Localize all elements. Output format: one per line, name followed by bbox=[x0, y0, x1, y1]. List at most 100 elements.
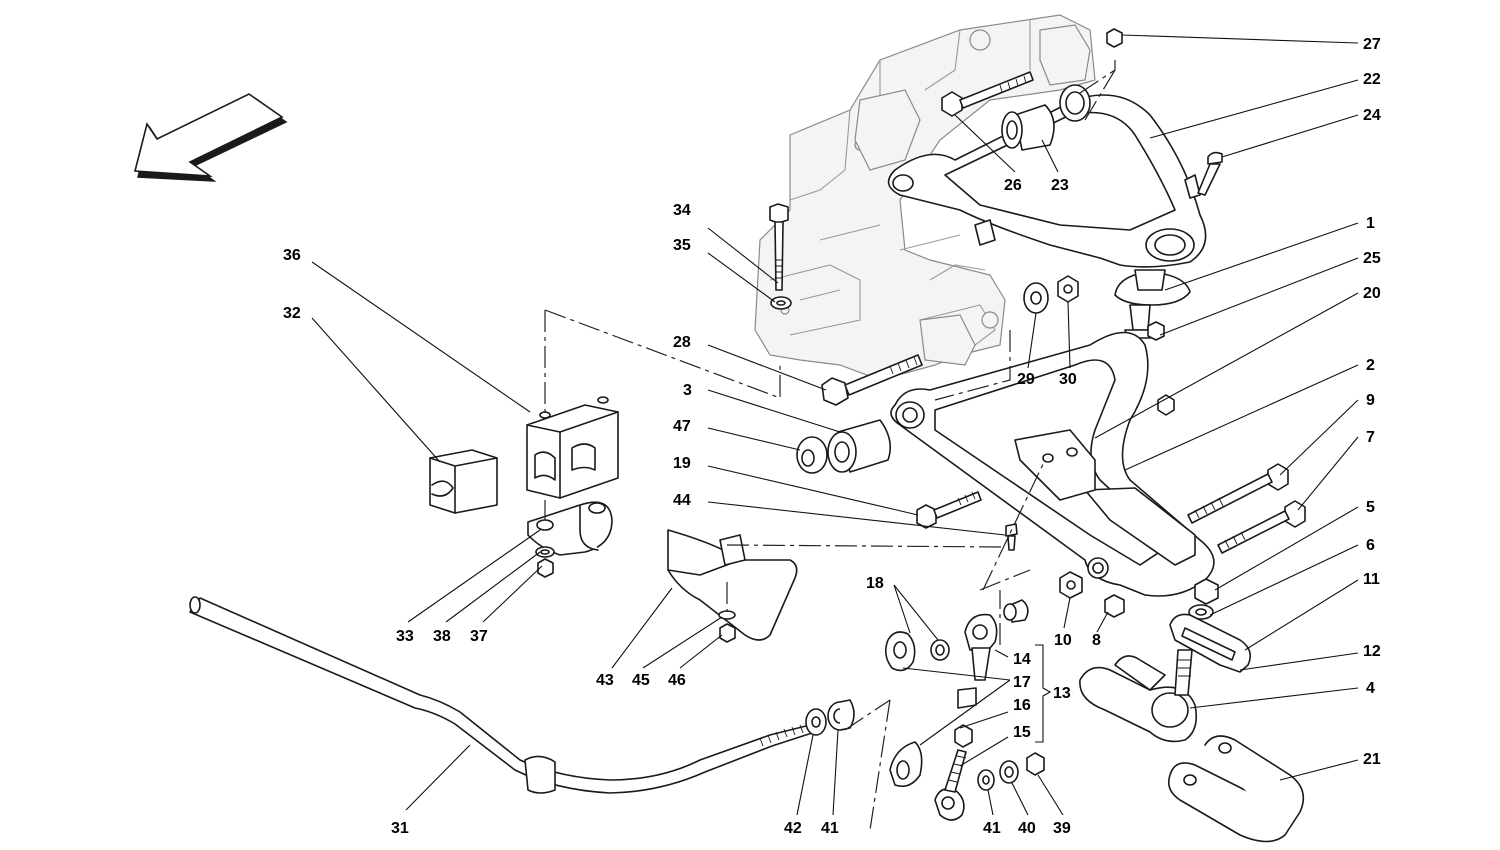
callout-23: 23 bbox=[1051, 177, 1069, 194]
callout-28: 28 bbox=[673, 334, 691, 351]
lower-wishbone bbox=[890, 331, 1215, 597]
rod-end-17-upper bbox=[884, 631, 916, 672]
nut-39 bbox=[1026, 752, 1045, 776]
callout-36: 36 bbox=[283, 247, 301, 264]
callout-5: 5 bbox=[1366, 499, 1375, 516]
callout-9: 9 bbox=[1366, 392, 1375, 409]
nut-20 bbox=[1157, 394, 1175, 416]
clamp-21 bbox=[1167, 735, 1305, 843]
callout-38: 38 bbox=[433, 628, 451, 645]
callout-27: 27 bbox=[1363, 36, 1381, 53]
callout-45: 45 bbox=[632, 672, 650, 689]
callout-15: 15 bbox=[1013, 724, 1031, 741]
nut-46 bbox=[719, 623, 736, 643]
rod-end-14-upper bbox=[964, 613, 998, 681]
nut-25 bbox=[1147, 321, 1165, 341]
callout-6: 6 bbox=[1366, 537, 1375, 554]
callout-21: 21 bbox=[1363, 751, 1381, 768]
callout-26: 26 bbox=[1004, 177, 1022, 194]
bolt-9 bbox=[1187, 463, 1289, 524]
upper-ball-joint bbox=[1114, 269, 1191, 339]
bolt-34 bbox=[769, 203, 789, 291]
callout-47: 47 bbox=[673, 418, 691, 435]
callout-35: 35 bbox=[673, 237, 691, 254]
callout-33: 33 bbox=[396, 628, 414, 645]
bolt-28 bbox=[821, 354, 923, 406]
bracket-13 bbox=[1035, 644, 1052, 743]
callout-8: 8 bbox=[1092, 632, 1101, 649]
nut-30 bbox=[1057, 275, 1079, 303]
lower-bushing bbox=[827, 419, 891, 473]
upper-wishbone bbox=[887, 84, 1207, 268]
bush-41-link bbox=[977, 769, 995, 791]
nut-5 bbox=[1194, 578, 1219, 605]
rod-end-15-lower bbox=[934, 749, 967, 821]
callout-34: 34 bbox=[673, 202, 691, 219]
washer-29 bbox=[1023, 282, 1049, 314]
callout-22: 22 bbox=[1363, 71, 1381, 88]
callout-14: 14 bbox=[1013, 651, 1031, 668]
strap-33 bbox=[527, 501, 613, 556]
callout-20: 20 bbox=[1363, 285, 1381, 302]
callout-32: 32 bbox=[283, 305, 301, 322]
upper-bolt bbox=[941, 71, 1034, 117]
washer-40 bbox=[999, 760, 1019, 784]
link-body-16 bbox=[957, 687, 977, 709]
callout-1: 1 bbox=[1366, 215, 1375, 232]
callout-41-link: 41 bbox=[983, 820, 1001, 837]
callout-12: 12 bbox=[1363, 643, 1381, 660]
callout-46: 46 bbox=[668, 672, 686, 689]
callout-37: 37 bbox=[470, 628, 488, 645]
callout-4: 4 bbox=[1366, 680, 1375, 697]
tie-rod-end bbox=[1079, 649, 1198, 743]
nut-16 bbox=[954, 724, 973, 748]
washer-35 bbox=[770, 296, 792, 310]
callout-3: 3 bbox=[683, 382, 692, 399]
screw-44 bbox=[1005, 523, 1018, 551]
nut-10 bbox=[1059, 571, 1083, 599]
callout-41-bar: 41 bbox=[821, 820, 839, 837]
callout-24: 24 bbox=[1363, 107, 1381, 124]
callout-11: 11 bbox=[1363, 571, 1380, 588]
screw-24 bbox=[1197, 151, 1223, 196]
callout-18: 18 bbox=[866, 575, 884, 592]
washer-38 bbox=[535, 546, 555, 558]
callout-40: 40 bbox=[1018, 820, 1036, 837]
nut-37 bbox=[537, 558, 554, 578]
rubber-bush-32 bbox=[429, 449, 498, 514]
bolt-19 bbox=[916, 491, 982, 529]
callout-2: 2 bbox=[1366, 357, 1375, 374]
bracket-11 bbox=[1169, 613, 1251, 673]
chassis-frame bbox=[754, 14, 1096, 381]
callouts: 27 22 24 26 23 1 25 20 2 9 7 5 6 11 12 4… bbox=[283, 36, 1381, 837]
callout-39: 39 bbox=[1053, 820, 1071, 837]
callout-44: 44 bbox=[673, 492, 691, 509]
nut-27 bbox=[1106, 28, 1123, 48]
bush-41-bar bbox=[827, 699, 855, 731]
callout-29: 29 bbox=[1017, 371, 1035, 388]
nut-8 bbox=[1104, 594, 1125, 618]
callout-10: 10 bbox=[1054, 632, 1072, 649]
anti-roll-bar-31 bbox=[189, 596, 813, 794]
callout-13: 13 bbox=[1053, 685, 1071, 702]
washer-47 bbox=[796, 436, 828, 474]
leader-lines bbox=[311, 34, 1359, 816]
washer-6 bbox=[1188, 604, 1214, 620]
direction-arrow bbox=[133, 93, 288, 182]
washer-42 bbox=[805, 708, 827, 736]
callout-43: 43 bbox=[596, 672, 614, 689]
callout-25: 25 bbox=[1363, 250, 1381, 267]
callout-17: 17 bbox=[1013, 674, 1031, 691]
upper-bushing bbox=[1001, 104, 1055, 151]
assembly-lines bbox=[544, 60, 1116, 831]
callout-16: 16 bbox=[1013, 697, 1031, 714]
callout-42: 42 bbox=[784, 820, 802, 837]
clamp-bracket-36 bbox=[526, 396, 619, 499]
spacer-18 bbox=[930, 599, 1029, 661]
callout-30: 30 bbox=[1059, 371, 1077, 388]
shield-43 bbox=[667, 529, 798, 641]
rod-end-17-lower bbox=[889, 741, 923, 788]
callout-7: 7 bbox=[1366, 429, 1375, 446]
callout-31: 31 bbox=[391, 820, 409, 837]
